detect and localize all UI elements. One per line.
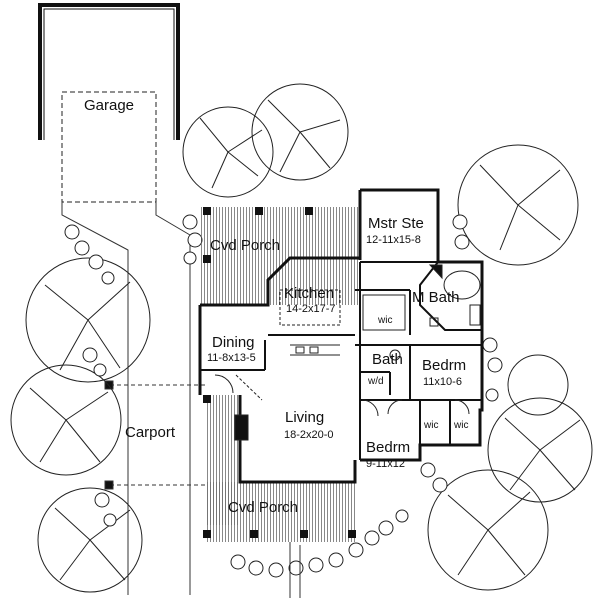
- garage: [38, 3, 180, 203]
- label-washer-dryer: w/d: [368, 376, 384, 387]
- label-master-wic: wic: [378, 315, 393, 326]
- interior-walls: [200, 261, 483, 460]
- room-name-bedroom-bottom: Bedrm: [366, 439, 411, 456]
- fixtures: [214, 264, 481, 441]
- room-name-master-suite: Mstr Ste: [368, 215, 424, 232]
- room-dim-master-suite: 12-11x15-8: [366, 234, 421, 246]
- room-dim-dining: 11-8x13-5: [207, 352, 256, 364]
- room-dim-bedroom-bottom: 9-11x12: [366, 458, 405, 470]
- room-name-kitchen: Kitchen: [284, 285, 335, 302]
- room-name-living: Living: [285, 409, 325, 426]
- room-name-covered-porch-bottom: Cvd Porch: [228, 499, 299, 516]
- room-name-carport: Carport: [125, 424, 176, 441]
- porches: [200, 207, 360, 542]
- room-name-bath: Bath: [372, 351, 403, 368]
- driveway: [61, 202, 205, 595]
- room-dim-living: 18-2x20-0: [284, 429, 334, 441]
- shrubs: [64, 214, 503, 578]
- front-walk: [289, 542, 301, 598]
- trees: [10, 83, 593, 593]
- label-wic-a: wic: [424, 420, 439, 431]
- label-wic-b: wic: [454, 420, 469, 431]
- room-name-dining: Dining: [212, 334, 255, 351]
- room-name-covered-porch-top: Cvd Porch: [210, 237, 281, 254]
- room-name-bedroom-right: Bedrm: [422, 357, 467, 374]
- room-name-garage: Garage: [83, 97, 135, 114]
- room-dim-bedroom-right: 11x10-6: [423, 376, 462, 388]
- room-name-master-bath: M Bath: [412, 289, 460, 306]
- room-dim-kitchen: 14-2x17-7: [286, 303, 336, 315]
